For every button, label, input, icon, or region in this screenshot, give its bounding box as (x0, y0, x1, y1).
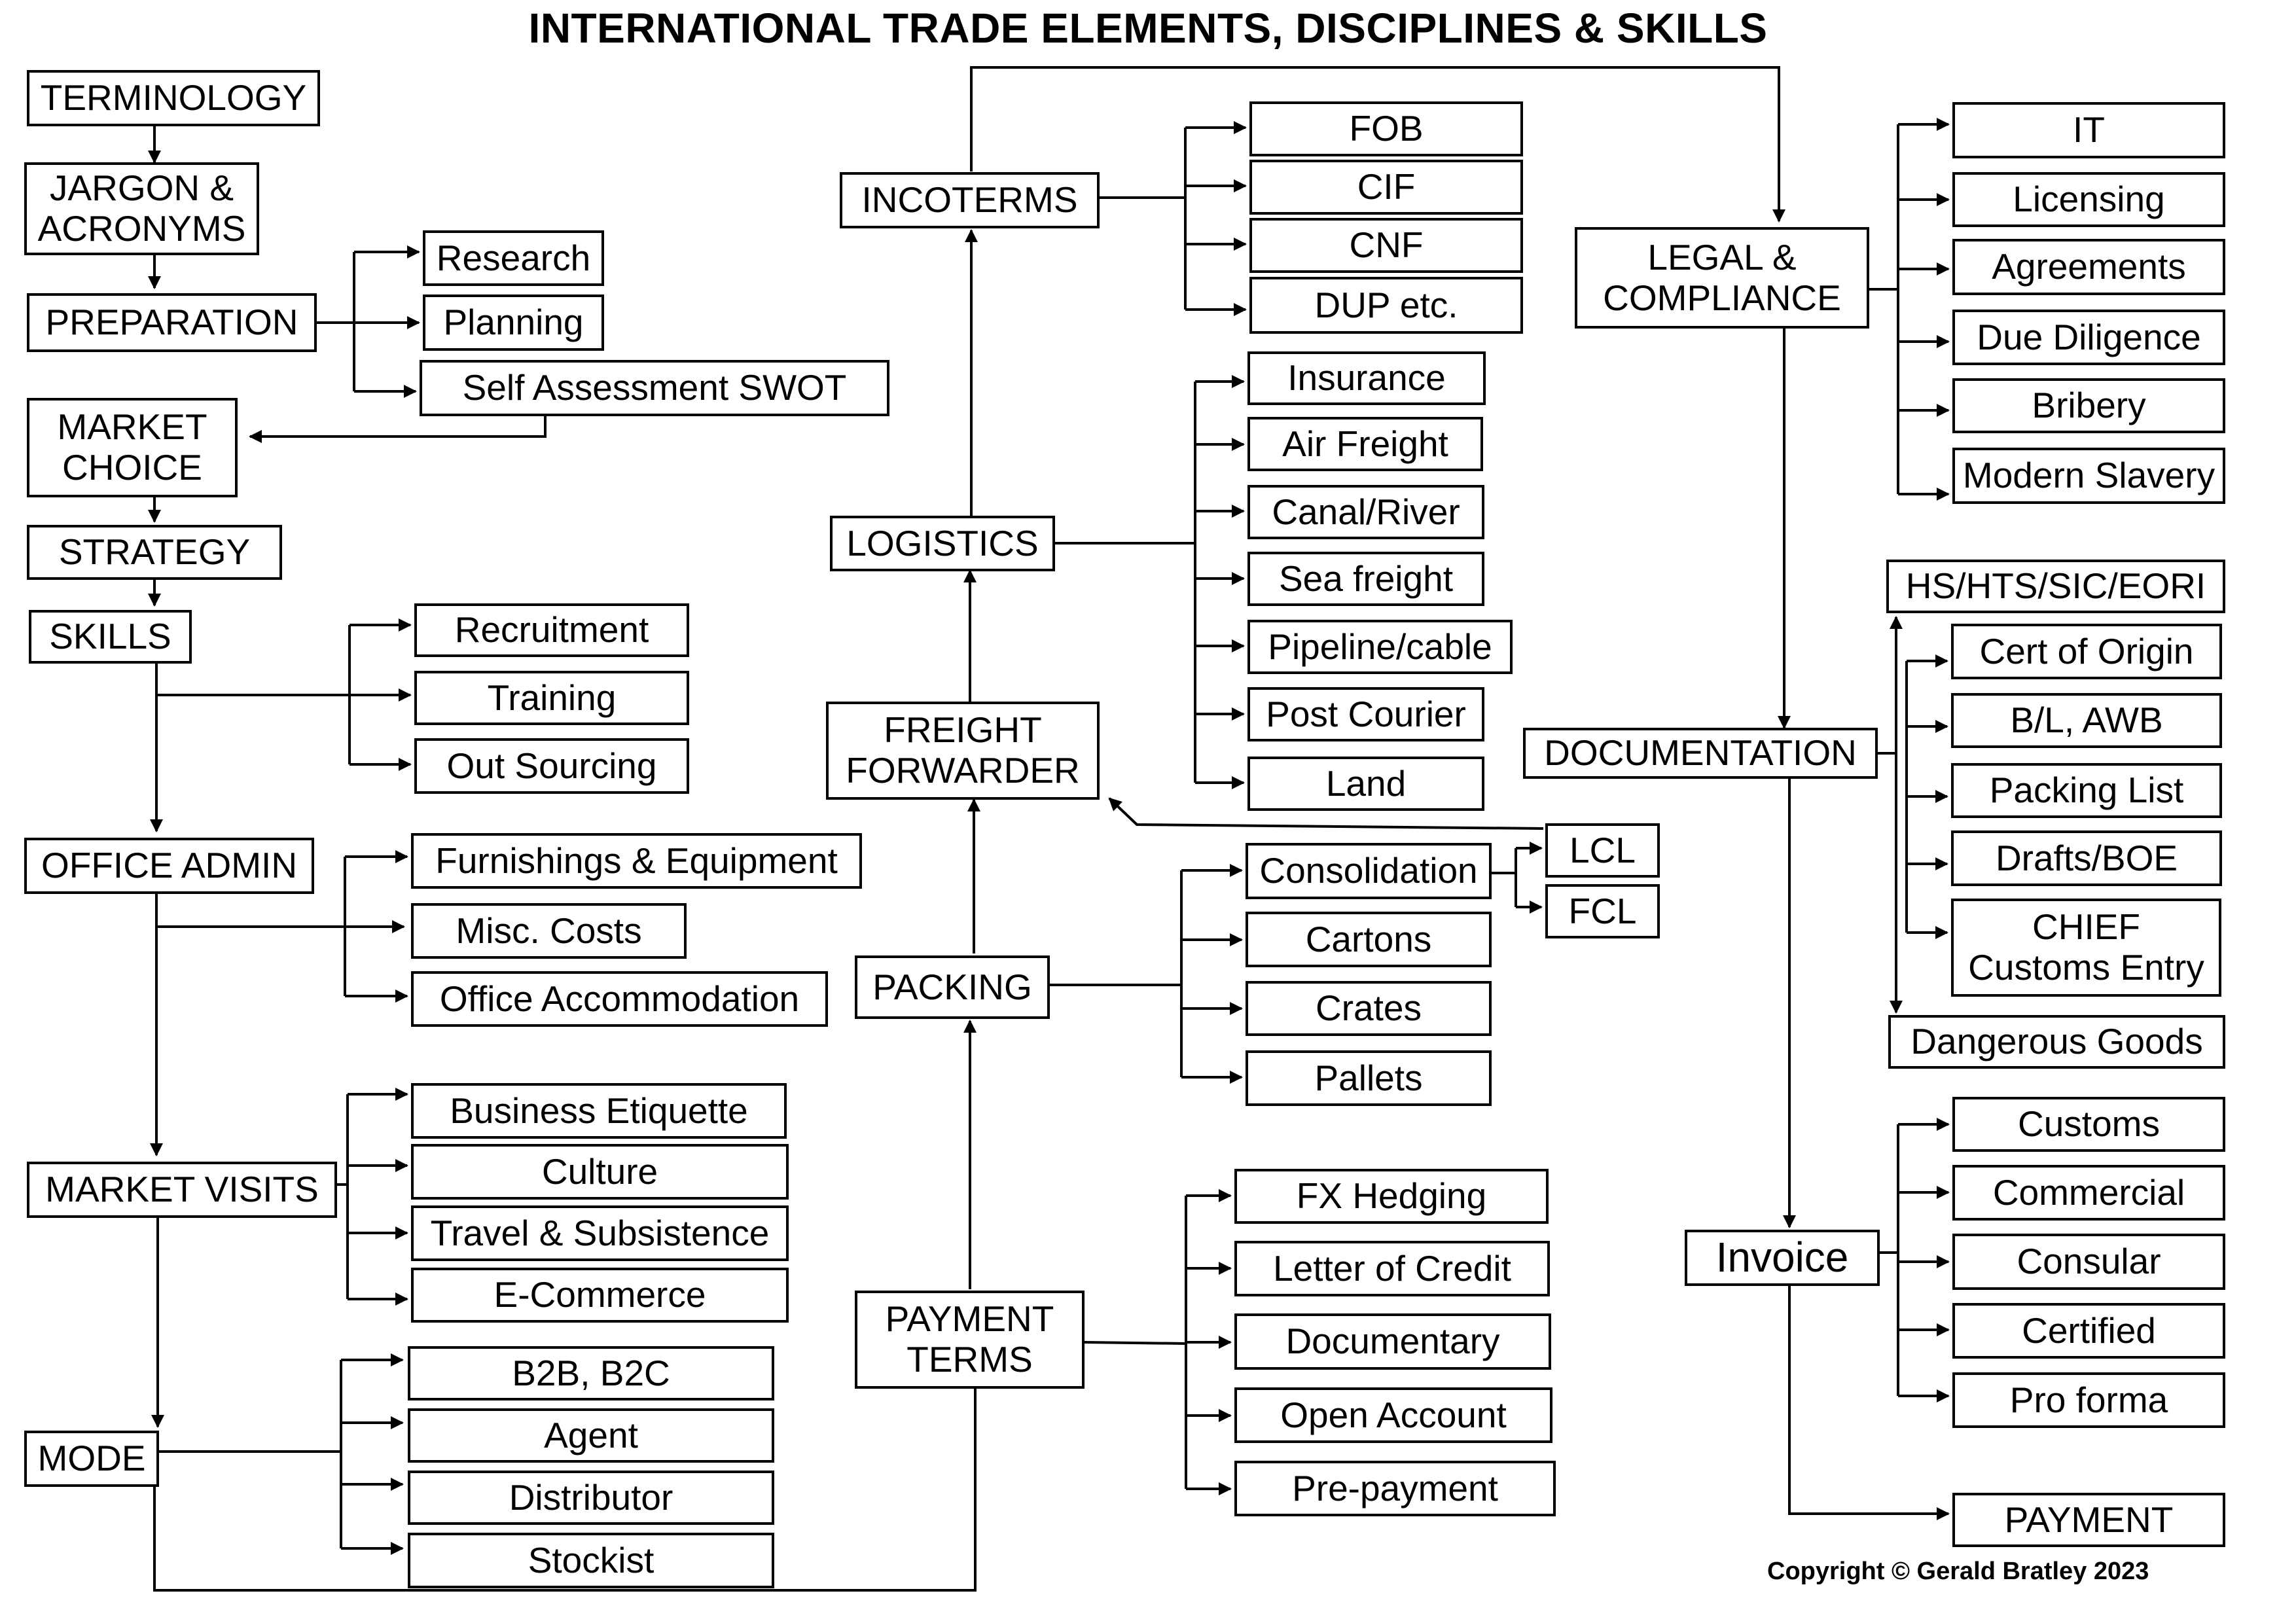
connector (153, 1350, 982, 1592)
node-documentation: DOCUMENTATION (1523, 728, 1878, 779)
node-fob: FOB (1249, 101, 1523, 156)
node-commercial-invoice: Commercial (1952, 1165, 2225, 1221)
node-payment: PAYMENT (1952, 1493, 2225, 1547)
node-certified-invoice: Certified (1952, 1303, 2225, 1359)
node-stockist: Stockist (408, 1533, 774, 1588)
node-terminology: TERMINOLOGY (27, 70, 320, 126)
node-sea-freight: Sea freight (1247, 552, 1484, 606)
node-consolidation: Consolidation (1246, 843, 1492, 899)
node-research: Research (423, 230, 604, 286)
node-misc-costs: Misc. Costs (411, 903, 687, 959)
node-e-commerce: E-Commerce (411, 1268, 789, 1323)
node-cnf: CNF (1249, 218, 1523, 273)
node-market-visits: MARKET VISITS (27, 1162, 337, 1218)
node-bribery: Bribery (1952, 378, 2225, 433)
node-pallets: Pallets (1246, 1050, 1492, 1106)
node-agreements: Agreements (1952, 239, 2225, 295)
node-air-freight: Air Freight (1247, 417, 1483, 471)
node-freight-forwarder: FREIGHT FORWARDER (826, 702, 1100, 800)
node-strategy: STRATEGY (27, 525, 282, 580)
node-jargon-acronyms: JARGON & ACRONYMS (24, 162, 259, 255)
node-recruitment: Recruitment (414, 603, 689, 657)
node-crates: Crates (1246, 981, 1492, 1036)
connector (970, 66, 1785, 223)
node-dangerous-goods: Dangerous Goods (1888, 1015, 2225, 1069)
node-travel-subsistence: Travel & Subsistence (411, 1205, 789, 1261)
node-drafts-boe: Drafts/BOE (1951, 830, 2222, 886)
node-office-admin: OFFICE ADMIN (24, 838, 314, 894)
node-business-etiquette: Business Etiquette (411, 1083, 787, 1139)
node-skills: SKILLS (29, 610, 192, 664)
connector (1788, 1279, 1950, 1520)
node-cert-of-origin: Cert of Origin (1951, 624, 2222, 679)
node-pre-payment: Pre-payment (1234, 1461, 1556, 1516)
node-fcl: FCL (1545, 884, 1660, 938)
node-lcl: LCL (1545, 823, 1660, 878)
node-bl-awb: B/L, AWB (1951, 693, 2222, 748)
connector (1084, 1341, 1187, 1345)
node-documentary: Documentary (1234, 1313, 1551, 1370)
node-furnishings-equipment: Furnishings & Equipment (411, 833, 862, 889)
node-due-diligence: Due Diligence (1952, 310, 2225, 365)
node-pipeline-cable: Pipeline/cable (1247, 620, 1513, 674)
node-fx-hedging: FX Hedging (1234, 1169, 1549, 1224)
node-customs-invoice: Customs (1952, 1097, 2225, 1152)
node-dup-etc: DUP etc. (1249, 277, 1523, 334)
node-mode: MODE (24, 1431, 159, 1487)
node-preparation: PREPARATION (27, 293, 317, 352)
node-it: IT (1952, 102, 2225, 158)
node-cartons: Cartons (1246, 912, 1492, 967)
node-modern-slavery: Modern Slavery (1952, 448, 2225, 504)
node-market-choice: MARKET CHOICE (27, 398, 238, 497)
node-b2b-b2c: B2B, B2C (408, 1346, 774, 1400)
connector (1108, 797, 1544, 830)
node-hs-hts-sic-eori: HS/HTS/SIC/EORI (1886, 560, 2225, 613)
node-land: Land (1247, 757, 1484, 811)
node-training: Training (414, 671, 689, 725)
node-packing: PACKING (855, 955, 1050, 1019)
node-insurance: Insurance (1247, 351, 1486, 405)
node-pro-forma-invoice: Pro forma (1952, 1372, 2225, 1428)
node-culture: Culture (411, 1144, 789, 1200)
node-post-courier: Post Courier (1247, 687, 1484, 741)
node-payment-terms: PAYMENT TERMS (855, 1291, 1085, 1389)
node-planning: Planning (423, 294, 604, 351)
node-letter-of-credit: Letter of Credit (1234, 1241, 1550, 1296)
node-chief-customs-entry: CHIEF Customs Entry (1951, 899, 2221, 997)
node-agent: Agent (408, 1408, 774, 1463)
node-canal-river: Canal/River (1247, 485, 1484, 539)
node-office-accommodation: Office Accommodation (411, 971, 828, 1027)
node-licensing: Licensing (1952, 172, 2225, 227)
copyright-notice: Copyright © Gerald Bratley 2023 (1767, 1558, 2149, 1585)
node-packing-list: Packing List (1951, 763, 2222, 818)
node-out-sourcing: Out Sourcing (414, 738, 689, 794)
node-self-assessment-swot: Self Assessment SWOT (420, 360, 889, 416)
node-distributor: Distributor (408, 1471, 774, 1525)
node-logistics: LOGISTICS (830, 516, 1055, 571)
connector (249, 414, 547, 443)
node-open-account: Open Account (1234, 1387, 1552, 1443)
node-consular-invoice: Consular (1952, 1234, 2225, 1290)
diagram-title: INTERNATIONAL TRADE ELEMENTS, DISCIPLINE… (528, 5, 1768, 52)
node-legal-compliance: LEGAL & COMPLIANCE (1575, 227, 1869, 329)
node-incoterms: INCOTERMS (840, 172, 1100, 228)
node-cif: CIF (1249, 160, 1523, 215)
node-invoice: Invoice (1685, 1230, 1880, 1286)
